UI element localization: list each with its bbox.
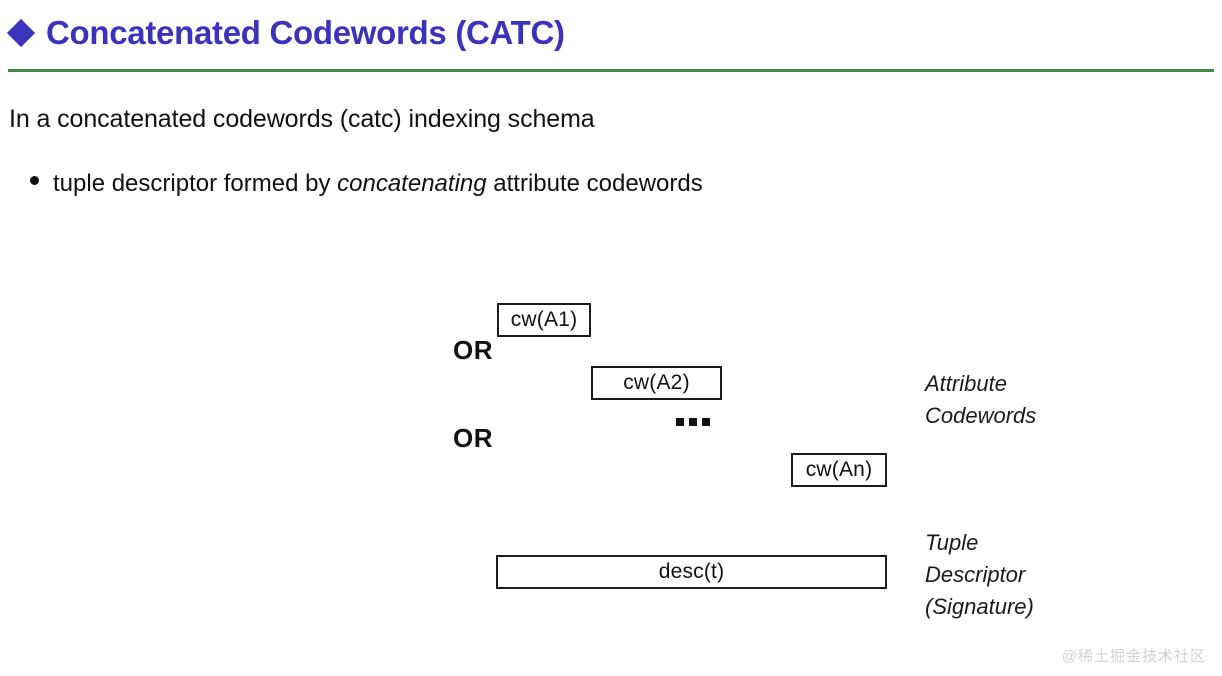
intro-text: In a concatenated codewords (catc) index…	[9, 105, 595, 133]
operator-or-2: OR	[453, 423, 493, 453]
bullet-dot-icon	[30, 176, 39, 185]
list-item-text-after: attribute codewords	[486, 170, 703, 197]
list-item-emphasis: concatenating	[337, 170, 487, 197]
codeword-box-a1: cw(A1)	[497, 303, 591, 337]
codeword-box-an: cw(An)	[791, 453, 887, 487]
list-item-text-before: tuple descriptor formed by	[53, 170, 338, 197]
tuple-descriptor-box: desc(t)	[496, 555, 887, 589]
title-divider	[8, 69, 1214, 72]
annotation-tuple-descriptor: Tuple Descriptor (Signature)	[925, 530, 1034, 619]
page-title-text: Concatenated Codewords (CATC)	[46, 14, 565, 51]
watermark: @稀土掘金技术社区	[1061, 648, 1206, 665]
annotation-attribute-codewords: Attribute Codewords	[925, 371, 1037, 428]
list-item-text: tuple descriptor formed by concatenating…	[53, 170, 703, 198]
codeword-box-a2: cw(A2)	[591, 366, 722, 400]
list-item: tuple descriptor formed by concatenating…	[30, 170, 703, 198]
page-title: Concatenated Codewords (CATC)	[6, 14, 565, 51]
ellipsis-icon	[676, 418, 710, 426]
operator-or-1: OR	[453, 335, 493, 365]
